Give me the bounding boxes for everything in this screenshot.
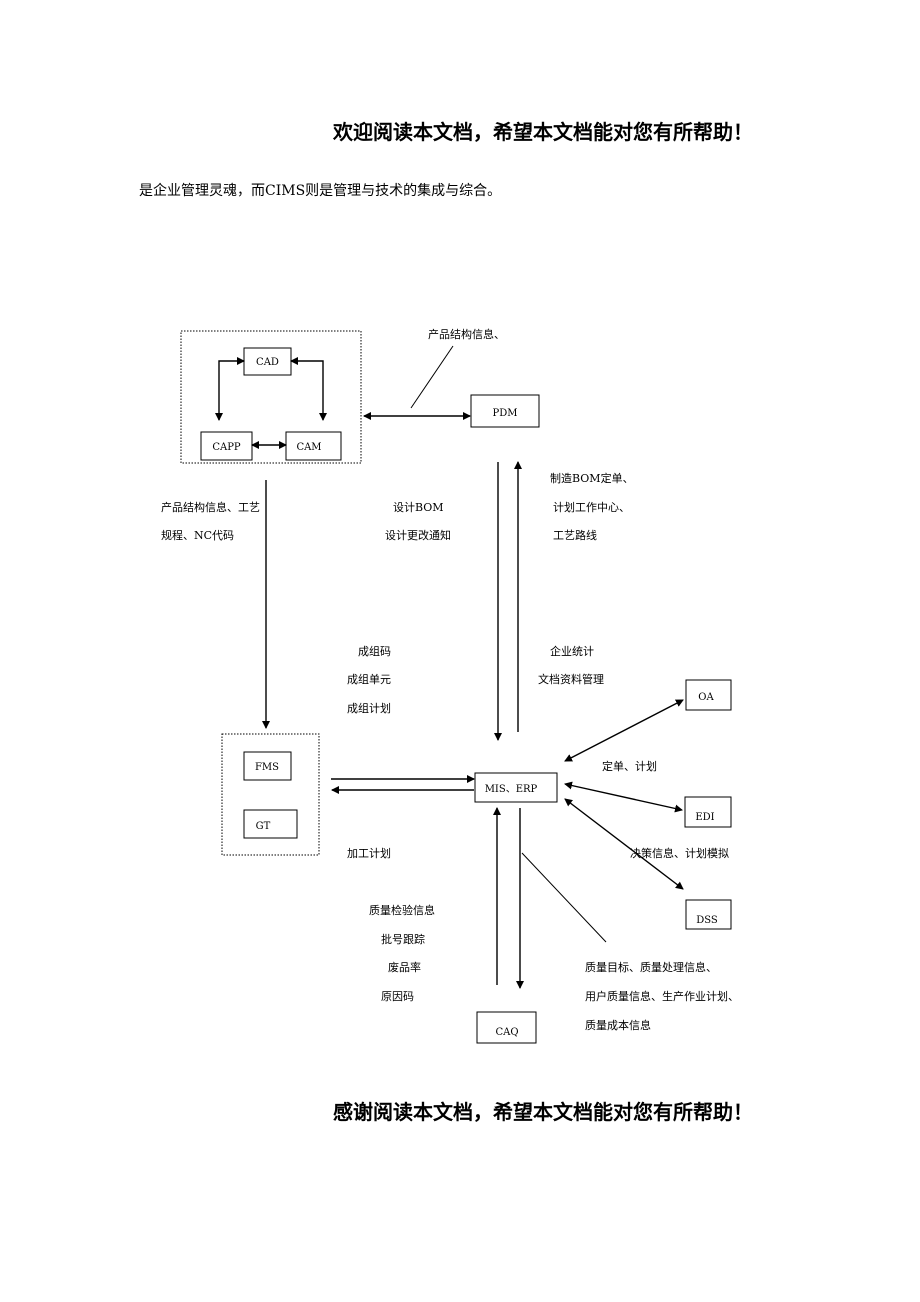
svg-text:FMS: FMS	[255, 762, 279, 773]
label-machining: 加工计划	[347, 847, 391, 860]
label-ent-2: 文档资料管理	[538, 672, 604, 686]
label-left-1: 产品结构信息、工艺	[161, 500, 260, 514]
label-qgoal-2: 用户质量信息、生产作业计划、	[585, 989, 739, 1003]
capp-node: CAPP	[200, 431, 253, 461]
header-title: 欢迎阅读本文档，希望本文档能对您有所帮助！	[333, 120, 753, 144]
label-mfg-2: 计划工作中心、	[553, 501, 630, 514]
svg-text:GT: GT	[256, 821, 271, 832]
caq-node: CAQ	[476, 1011, 537, 1044]
svg-text:CAD: CAD	[256, 357, 279, 368]
cad-cam-arrow	[290, 357, 327, 421]
label-qgoal-3: 质量成本信息	[585, 1018, 651, 1032]
label-quality-4: 原因码	[381, 990, 414, 1003]
mis-edi-arrow	[564, 781, 683, 813]
svg-text:MIS、ERP: MIS、ERP	[485, 784, 538, 795]
label-decision: 决策信息、计划模拟	[630, 846, 729, 860]
label-design-1: 设计BOM	[393, 501, 444, 514]
footer-title: 感谢阅读本文档，希望本文档能对您有所帮助！	[333, 1100, 753, 1124]
label-design-2: 设计更改通知	[385, 528, 451, 542]
label-qgoal-1: 质量目标、质量处理信息、	[585, 960, 717, 974]
svg-text:CAQ: CAQ	[495, 1027, 518, 1038]
quality-goal-leader	[521, 852, 607, 943]
svg-text:CAPP: CAPP	[212, 442, 241, 453]
pdm-node: PDM	[470, 394, 540, 428]
dss-node: DSS	[685, 899, 732, 930]
svg-text:OA: OA	[698, 692, 714, 703]
mis-oa-arrow	[564, 699, 684, 762]
product-struct-leader	[410, 345, 454, 409]
label-group-1: 成组码	[358, 644, 391, 658]
label-product-struct-top: 产品结构信息、	[428, 327, 505, 341]
cad-capp-arrow	[215, 357, 245, 421]
label-group-2: 成组单元	[347, 672, 391, 686]
fms-group-box	[221, 733, 320, 856]
cad-group-box	[180, 330, 362, 464]
fms-node: FMS	[243, 751, 292, 781]
oa-node: OA	[685, 679, 732, 711]
svg-text:DSS: DSS	[696, 915, 718, 926]
svg-text:EDI: EDI	[695, 812, 714, 823]
cad-node: CAD	[243, 347, 292, 376]
edi-node: EDI	[684, 796, 732, 828]
cam-node: CAM	[285, 431, 342, 461]
svg-text:PDM: PDM	[493, 408, 518, 419]
label-quality-2: 批号跟踪	[381, 932, 425, 946]
label-group-3: 成组计划	[347, 701, 391, 715]
svg-text:CAM: CAM	[296, 442, 321, 453]
label-mfg-1: 制造BOM定单、	[550, 471, 634, 485]
label-mfg-3: 工艺路线	[553, 528, 597, 542]
mis-dss-arrow	[564, 798, 684, 890]
label-order-plan: 定单、计划	[602, 759, 657, 773]
gt-node: GT	[243, 809, 298, 839]
intro-text: 是企业管理灵魂，而CIMS则是管理与技术的集成与综合。	[139, 183, 502, 199]
label-quality-1: 质量检验信息	[369, 903, 435, 917]
label-ent-1: 企业统计	[550, 644, 594, 658]
label-quality-3: 废品率	[388, 960, 421, 974]
label-left-2: 规程、NC代码	[161, 528, 234, 542]
mis-erp-node: MIS、ERP	[474, 772, 558, 803]
